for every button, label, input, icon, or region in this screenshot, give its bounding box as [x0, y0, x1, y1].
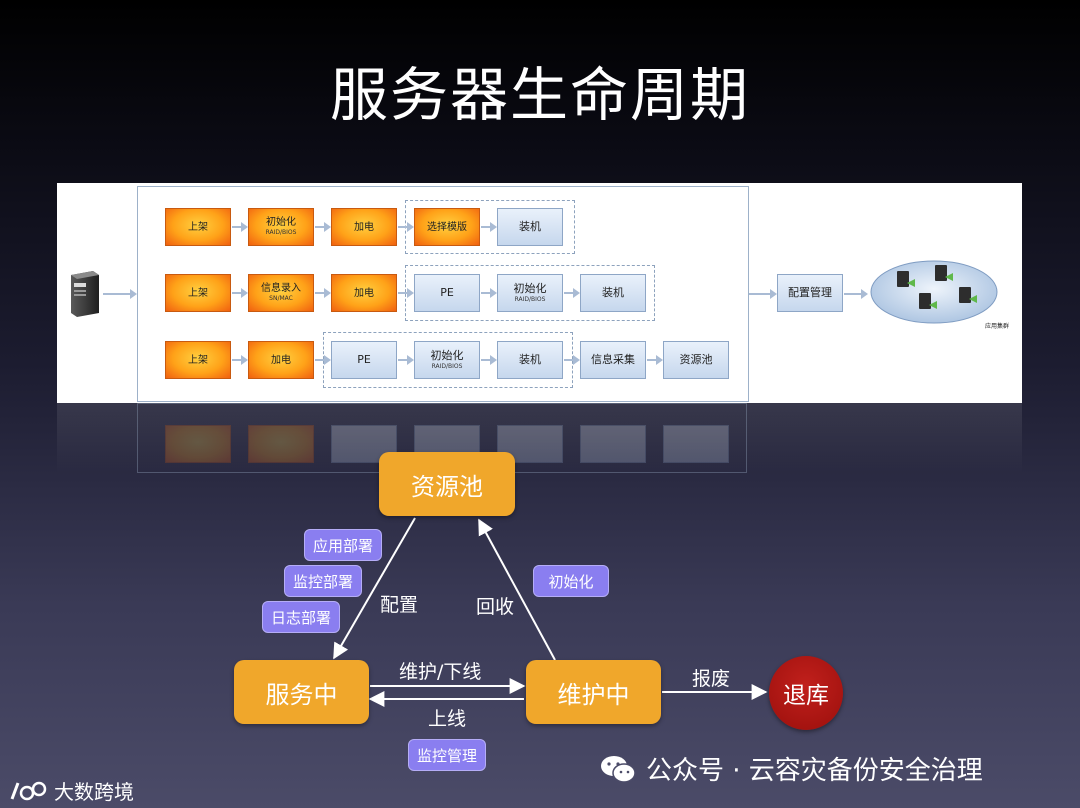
flow-arrow: [398, 288, 414, 298]
flow-step-r3-resource-pool: 资源池: [663, 341, 729, 379]
flow-arrow: [232, 222, 248, 232]
watermark-left-text: 大数跨境: [54, 780, 134, 804]
server-to-flow-arrow: [103, 289, 137, 299]
server-cluster-icon: [870, 260, 998, 324]
flow-arrow: [232, 355, 248, 365]
flow-arrow: [232, 288, 248, 298]
watermark-right: 公众号 · 云容灾备份安全治理: [600, 750, 983, 787]
flow-arrow: [647, 355, 663, 365]
cluster-label: 应用集群: [985, 323, 1010, 330]
server-icon: [71, 271, 99, 317]
flow-arrow: [481, 288, 497, 298]
flow-step-r1-install: 装机: [497, 208, 563, 246]
flow-step-r3-install: 装机: [497, 341, 563, 379]
flow-step-r3-pe: PE: [331, 341, 397, 379]
flow-step-r1-rack: 上架: [165, 208, 231, 246]
reflection-box: [580, 425, 646, 463]
flow-step-r1-template: 选择模版: [414, 208, 480, 246]
node-retired: 退库: [769, 656, 843, 730]
tag-monitor-deploy: 监控部署: [284, 565, 362, 597]
tag-monitor-mgmt: 监控管理: [408, 739, 486, 771]
flow-step-r2-install: 装机: [580, 274, 646, 312]
flow-arrow: [315, 288, 331, 298]
watermark-left: 大数跨境: [10, 776, 134, 805]
flow-step-r2-power: 加电: [331, 274, 397, 312]
node-maintenance: 维护中: [526, 660, 661, 724]
tag-app-deploy: 应用部署: [304, 529, 382, 561]
flow-arrow: [564, 288, 580, 298]
node-in-service: 服务中: [234, 660, 369, 724]
panel-reflection: [57, 403, 1022, 473]
config-management-box: 配置管理: [777, 274, 843, 312]
flow-arrow: [564, 355, 580, 365]
label-maint-offline: 维护/下线: [399, 661, 482, 683]
label-reclaim: 回收: [476, 596, 515, 618]
flow-step-r2-pe: PE: [414, 274, 480, 312]
flow-step-r3-info-collect: 信息采集: [580, 341, 646, 379]
slide-title: 服务器生命周期: [329, 61, 750, 129]
reflection-box: [248, 425, 314, 463]
flow-to-config-arrow: [749, 289, 777, 299]
label-configure: 配置: [380, 594, 419, 616]
flow-step-r2-rack: 上架: [165, 274, 231, 312]
flow-arrow: [398, 222, 414, 232]
flow-step-r3-rack: 上架: [165, 341, 231, 379]
flow-arrow: [315, 355, 331, 365]
reflection-box: [663, 425, 729, 463]
flow-arrow: [398, 355, 414, 365]
watermark-right-text: 公众号 · 云容灾备份安全治理: [646, 756, 983, 786]
reflection-box: [165, 425, 231, 463]
brand-logo-icon: [10, 781, 47, 800]
tag-log-deploy: 日志部署: [262, 601, 340, 633]
label-online: 上线: [428, 708, 467, 730]
flow-arrow: [315, 222, 331, 232]
flow-step-r1-power: 加电: [331, 208, 397, 246]
wechat-icon: [601, 755, 636, 783]
flow-frame: [137, 186, 749, 402]
flow-arrow: [481, 355, 497, 365]
label-scrap: 报废: [692, 668, 731, 690]
flow-arrow: [481, 222, 497, 232]
tag-init: 初始化: [533, 565, 609, 597]
config-to-cluster-arrow: [844, 289, 868, 299]
flow-step-r3-power: 加电: [248, 341, 314, 379]
node-resource-pool: 资源池: [379, 452, 515, 516]
